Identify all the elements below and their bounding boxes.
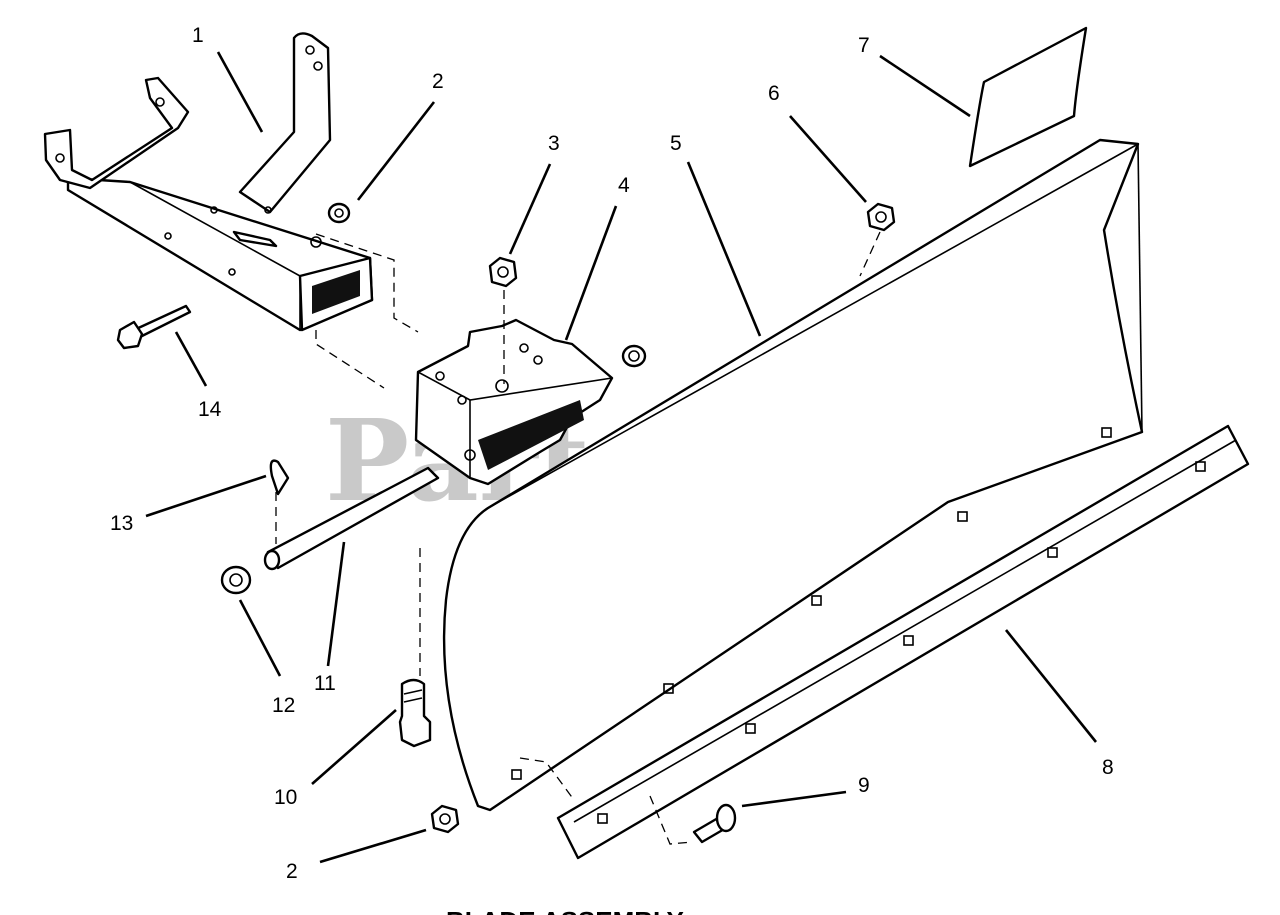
callout-2-upper: 2 xyxy=(432,70,444,93)
callout-9: 9 xyxy=(858,774,870,797)
callout-14: 14 xyxy=(198,398,222,421)
callout-10: 10 xyxy=(274,786,297,809)
part-1-hitch-frame xyxy=(43,32,374,332)
callout-2-lower: 2 xyxy=(286,860,298,883)
callout-3: 3 xyxy=(548,132,560,155)
callout-12: 12 xyxy=(272,694,295,717)
callout-8: 8 xyxy=(1102,756,1114,779)
part-12-washer xyxy=(220,565,252,595)
part-6-nut xyxy=(866,202,896,232)
part-10-shoulder-bolt xyxy=(398,678,432,748)
part-7-decal xyxy=(968,26,1088,168)
callout-4: 4 xyxy=(618,174,630,197)
part-washer-right xyxy=(621,344,647,368)
part-2-nut-upper xyxy=(327,202,351,224)
callout-11: 11 xyxy=(314,672,336,695)
part-13-cotter-pin xyxy=(269,459,290,496)
leader-lines xyxy=(145,51,1098,864)
assembly-lines xyxy=(275,231,881,845)
callout-labels: 1 2 3 4 5 6 7 8 9 10 11 12 13 14 2 xyxy=(110,24,1114,883)
callout-7: 7 xyxy=(858,34,870,57)
callout-5: 5 xyxy=(670,132,682,155)
part-3-nut xyxy=(488,256,518,288)
part-14-bolt xyxy=(116,304,192,350)
part-8-wear-bar xyxy=(556,424,1250,860)
part-9-carriage-bolt xyxy=(692,803,737,844)
footer-title: BLADE ASSEMBLY xyxy=(446,906,684,915)
part-4-pivot-bracket xyxy=(414,318,614,486)
part-5-blade xyxy=(442,138,1144,812)
callout-6: 6 xyxy=(768,82,780,105)
part-2-nut-lower xyxy=(430,804,460,834)
callout-1: 1 xyxy=(192,24,204,47)
part-11-pin xyxy=(263,466,440,571)
callout-13: 13 xyxy=(110,512,133,535)
